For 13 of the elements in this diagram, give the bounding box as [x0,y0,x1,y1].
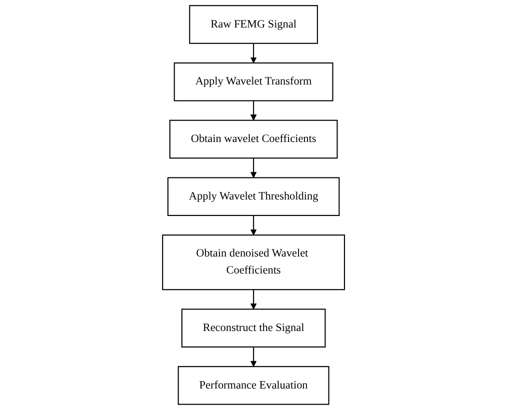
node-box: Performance Evaluation [178,366,330,405]
arrow [250,100,257,121]
node-box: Raw FEMG Signal [189,5,318,44]
arrow [250,347,257,367]
node-box: Apply Wavelet Transform [174,62,334,102]
node-box: Apply Wavelet Thresholding [167,177,340,216]
arrow [250,290,257,310]
arrow [250,158,257,178]
node-box: Obtain wavelet Coefficients [169,120,338,159]
node-box: Obtain denoised Wavelet Coefficients [162,234,345,290]
node-box: Reconstruct the Signal [181,308,326,348]
arrow [250,216,257,236]
arrow [250,43,257,64]
